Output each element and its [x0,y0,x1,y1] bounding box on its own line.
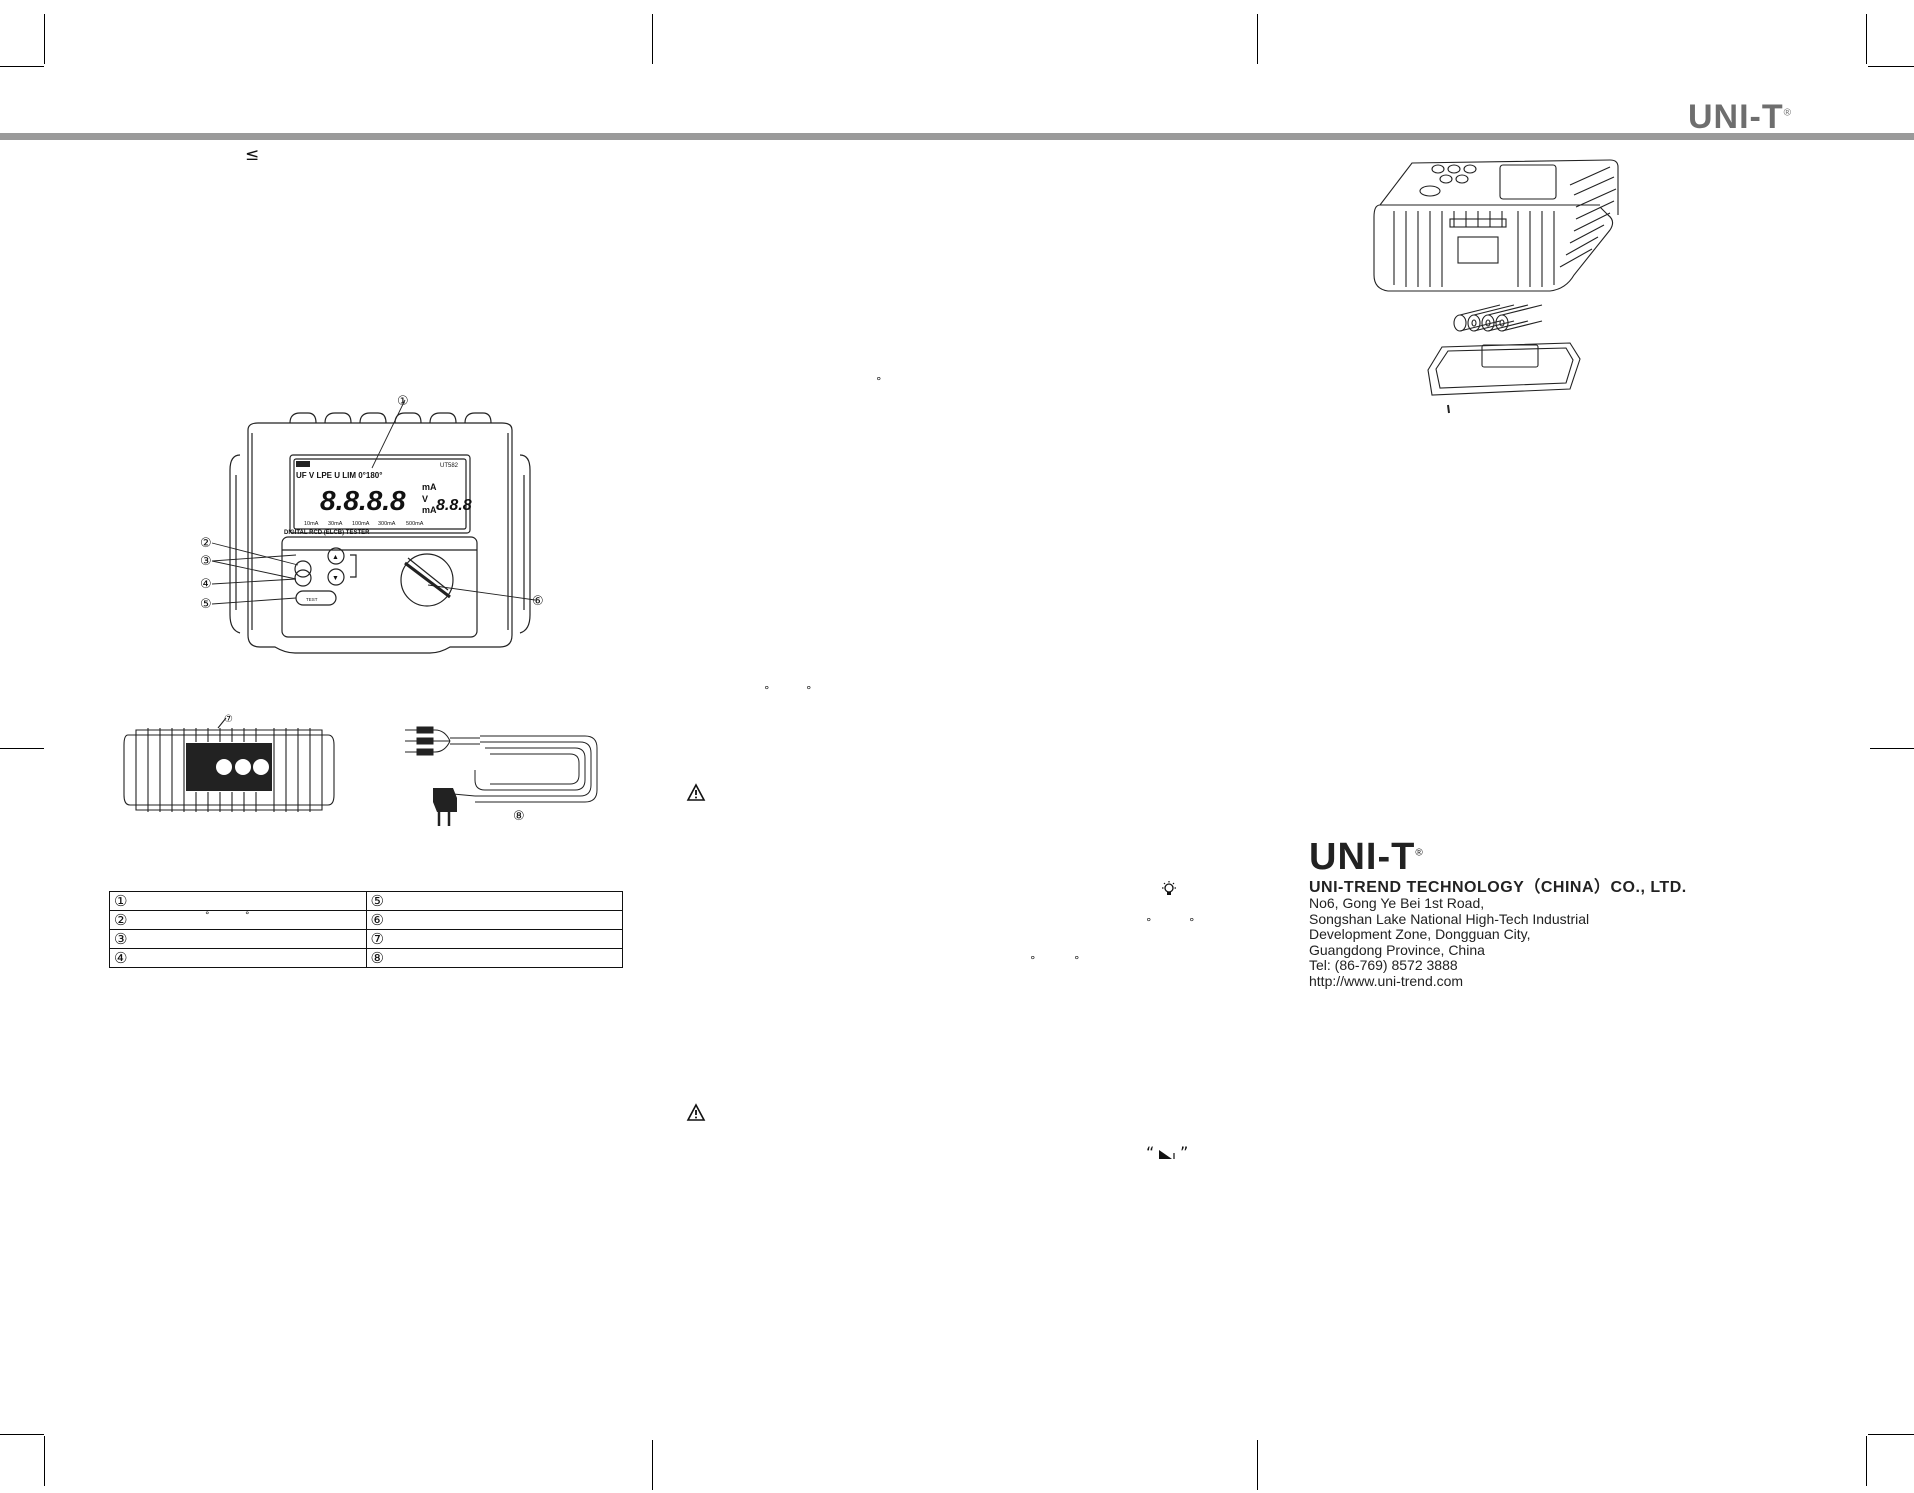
crop-mark [44,1436,45,1486]
crop-mark [652,14,653,64]
degree-mark: ° [1074,954,1080,967]
crop-mark [1866,1436,1867,1486]
lcd-range: 100mA [352,521,370,527]
crop-mark [0,1434,44,1435]
table-cell: ⑦ [365,929,623,949]
table-row: ③ ⑦ [109,929,623,949]
battery-icon [1159,1150,1175,1159]
brand-logo: UNI-T® [1688,98,1792,137]
quote-close: ” [1180,1143,1189,1162]
degree-mark: ° [806,684,812,697]
crop-mark [1868,66,1914,67]
company-name: UNI-TREND TECHNOLOGY（CHINA）CO., LTD. [1309,879,1687,896]
table-cell: ④ [109,948,367,968]
callout-2: ② [200,536,212,551]
website-link[interactable]: http://www.uni-trend.com [1309,972,1464,989]
degree-mark: ° [1146,916,1152,929]
crop-mark [1257,1440,1258,1490]
warning-triangle-icon [686,783,706,801]
address-line: Development Zone, Dongguan City, [1309,926,1531,942]
less-equal-symbol: ≤ [245,145,260,165]
lcd-sub-digits: 8.8.8 [436,497,472,514]
callout-5: ⑤ [200,597,212,612]
brand-logo-text: UNI-T [1688,98,1784,136]
table-row: ④ ⑧ [109,948,623,968]
parts-table: ① ⑤ ②°° ⑥ ③ ⑦ ④ ⑧ [109,891,623,968]
callout-4: ④ [200,577,212,592]
svg-text:▲: ▲ [332,554,339,561]
lcd-main-digits: 8.8.8.8 [320,485,406,516]
warning-triangle-icon [686,1103,706,1121]
lcd-range: 30mA [328,521,343,527]
crop-mark [1870,748,1914,749]
registered-mark: ® [1415,847,1424,859]
lcd-range: 300mA [378,521,396,527]
crop-mark [1257,14,1258,64]
callout-6: ⑥ [532,594,544,609]
company-address: No6, Gong Ye Bei 1st Road, Songshan Lake… [1309,895,1590,989]
lcd-unit: mA [422,482,437,492]
table-cell-number: ② [114,911,128,929]
table-cell: ⑤ [365,891,623,911]
company-logo-text: UNI-T [1309,836,1416,878]
callout-8: ⑧ [513,809,525,824]
crop-mark [652,1440,653,1490]
model-label: UT582 [440,463,459,469]
backlight-bulb-icon [1162,881,1176,895]
degree-mark: ° [764,684,770,697]
degree-mark: ° [1189,916,1195,929]
table-row: ① ⑤ [109,891,623,911]
table-cell: ⑥ [365,910,623,930]
quote-open: “ [1146,1143,1155,1162]
address-line: Songshan Lake National High-Tech Industr… [1309,910,1590,927]
test-cable-diagram: ⑧ [405,726,598,826]
table-cell: ⑧ [365,948,623,968]
callout-1: ① [397,394,409,409]
table-row: ②°° ⑥ [109,910,623,930]
tester-side-diagram: ⑦ [123,714,335,812]
table-cell: ① [109,891,367,911]
test-button-label: TEST [306,597,318,602]
svg-text:▼: ▼ [332,575,339,582]
lcd-unit: V [422,494,428,504]
phone-line: Tel: (86-769) 8572 3888 [1309,957,1458,973]
crop-mark [1866,14,1867,64]
crop-mark [0,748,44,749]
lcd-unit: mA [422,505,437,515]
degree-mark: ° [1030,954,1036,967]
address-line: No6, Gong Ye Bei 1st Road, [1309,895,1485,911]
panel-title: DIGITAL RCD (ELCB) TESTER [284,530,370,536]
lcd-top-row: UF V LPE U LIM 0°180° [296,471,382,480]
crop-mark [0,66,44,67]
header-bar [0,133,1914,140]
registered-mark: ® [1783,107,1793,119]
table-cell: ②°° [109,910,367,930]
tester-front-diagram: UT582 UF V LPE U LIM 0°180° 8.8.8.8 mA V… [200,394,544,654]
crop-mark [1868,1434,1914,1435]
callout-7: ⑦ [224,714,233,725]
callout-3: ③ [200,554,212,569]
crop-mark [44,14,45,64]
company-logo: UNI-T® [1309,836,1424,879]
lcd-range: 500mA [406,521,424,527]
address-line: Guangdong Province, China [1309,941,1485,958]
degree-mark: ° [876,375,882,388]
table-cell: ③ [109,929,367,949]
battery-replacement-diagram [1373,159,1619,414]
lcd-range: 10mA [304,521,319,527]
